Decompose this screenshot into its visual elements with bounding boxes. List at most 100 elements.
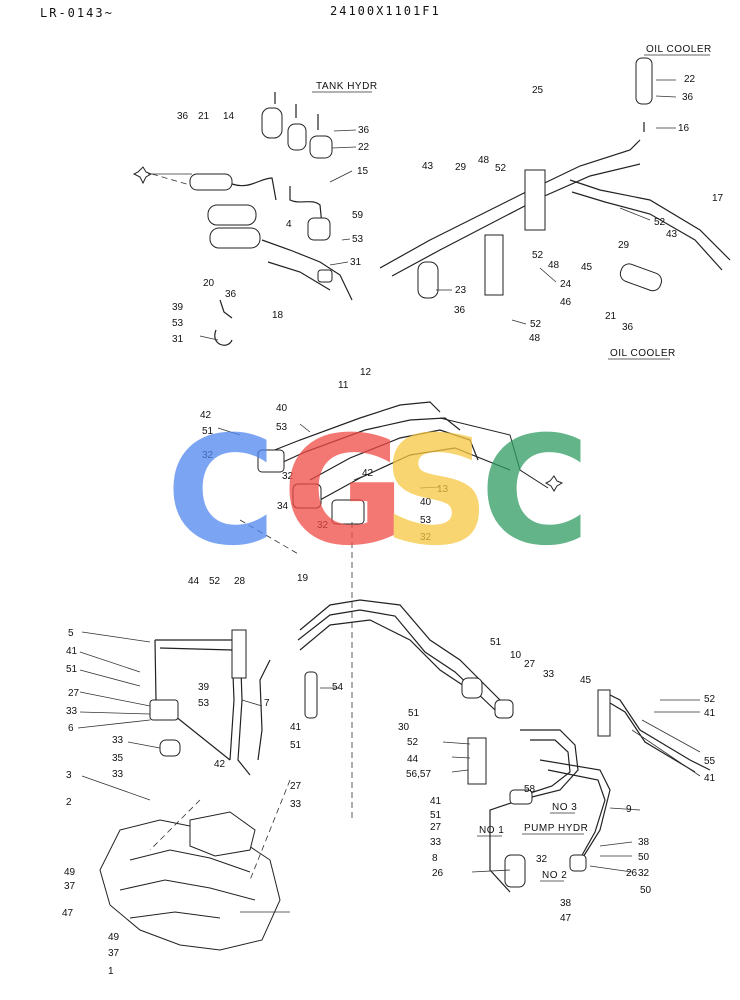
part-label: 40 bbox=[420, 497, 432, 508]
part-label: 51 bbox=[290, 740, 302, 751]
part-label: 21 bbox=[605, 311, 617, 322]
watermark-letter: C bbox=[480, 405, 590, 579]
part-label: 27 bbox=[524, 659, 536, 670]
part-label: 16 bbox=[678, 123, 690, 134]
part-label: 53 bbox=[352, 234, 364, 245]
part-label: 52 bbox=[704, 694, 716, 705]
caption-pump-hydr: PUMP HYDR bbox=[524, 823, 588, 834]
part-label: 27 bbox=[68, 688, 80, 699]
part-label: 32 bbox=[317, 520, 329, 531]
part-label: 45 bbox=[580, 675, 592, 686]
part-label: 51 bbox=[430, 810, 442, 821]
part-label: 48 bbox=[478, 155, 490, 166]
part-label: 32 bbox=[536, 854, 548, 865]
part-label: 51 bbox=[490, 637, 502, 648]
part-label: 41 bbox=[704, 773, 716, 784]
part-label: 26 bbox=[432, 868, 444, 879]
part-label: 42 bbox=[200, 410, 212, 421]
part-label: 51 bbox=[408, 708, 420, 719]
part-label: 34 bbox=[277, 501, 289, 512]
part-label: 31 bbox=[172, 334, 184, 345]
part-label: 58 bbox=[524, 784, 536, 795]
part-label: 41 bbox=[430, 796, 442, 807]
part-label: 51 bbox=[66, 664, 78, 675]
part-label: 52 bbox=[407, 737, 419, 748]
caption-oil-cooler-bottom: OIL COOLER bbox=[610, 348, 676, 359]
part-label: 47 bbox=[560, 913, 572, 924]
part-label: 29 bbox=[618, 240, 630, 251]
part-label: 38 bbox=[560, 898, 572, 909]
part-label: 46 bbox=[560, 297, 572, 308]
tank-hydr-assembly bbox=[132, 92, 357, 346]
part-label: 14 bbox=[223, 111, 235, 122]
part-label: 49 bbox=[108, 932, 120, 943]
watermark-letter: S bbox=[382, 405, 490, 579]
part-label: 56,57 bbox=[406, 769, 431, 780]
part-label: 36 bbox=[358, 125, 370, 136]
part-label: 52 bbox=[654, 217, 666, 228]
part-label: 29 bbox=[455, 162, 467, 173]
part-label: 23 bbox=[455, 285, 467, 296]
part-label: 50 bbox=[640, 885, 652, 896]
pump-hydr-piping bbox=[442, 689, 711, 893]
part-label: 22 bbox=[358, 142, 370, 153]
part-label: 27 bbox=[430, 822, 442, 833]
part-label: 13 bbox=[437, 484, 449, 495]
oil-cooler-piping bbox=[379, 57, 731, 325]
part-label: 52 bbox=[495, 163, 507, 174]
part-label: 48 bbox=[529, 333, 541, 344]
part-label: 8 bbox=[432, 853, 438, 864]
part-label: 12 bbox=[360, 367, 372, 378]
part-label: 32 bbox=[282, 471, 294, 482]
part-label: 53 bbox=[198, 698, 210, 709]
part-label: 32 bbox=[420, 532, 432, 543]
part-label: 52 bbox=[532, 250, 544, 261]
part-label: 49 bbox=[64, 867, 76, 878]
part-label: 36 bbox=[225, 289, 237, 300]
part-label: 43 bbox=[422, 161, 434, 172]
part-label: 24 bbox=[560, 279, 572, 290]
part-label: 45 bbox=[581, 262, 593, 273]
part-label: 52 bbox=[530, 319, 542, 330]
part-label: 25 bbox=[532, 85, 544, 96]
caption-no3: NO 3 bbox=[552, 802, 577, 813]
part-label: 53 bbox=[172, 318, 184, 329]
part-label: 41 bbox=[66, 646, 78, 657]
part-label: 17 bbox=[712, 193, 724, 204]
watermark-letter: G bbox=[282, 405, 405, 579]
part-label: 48 bbox=[548, 260, 560, 271]
part-label: 31 bbox=[350, 257, 362, 268]
part-label: 18 bbox=[272, 310, 284, 321]
part-label: 5 bbox=[68, 628, 74, 639]
part-label: 36 bbox=[622, 322, 634, 333]
part-label: 28 bbox=[234, 576, 246, 587]
part-label: 42 bbox=[214, 759, 226, 770]
part-label: 37 bbox=[64, 881, 76, 892]
part-label: 55 bbox=[704, 756, 716, 767]
caption-tank-hydr: TANK HYDR bbox=[316, 81, 378, 92]
part-label: 42 bbox=[362, 468, 374, 479]
part-label: 37 bbox=[108, 948, 120, 959]
part-label: 33 bbox=[112, 735, 124, 746]
part-label: 30 bbox=[398, 722, 410, 733]
part-label: 19 bbox=[297, 573, 309, 584]
part-label: 51 bbox=[202, 426, 214, 437]
part-label: 40 bbox=[276, 403, 288, 414]
part-label: 41 bbox=[290, 722, 302, 733]
part-label: 44 bbox=[188, 576, 200, 587]
part-label: 11 bbox=[338, 380, 349, 391]
caption-oil-cooler-top: OIL COOLER bbox=[646, 44, 712, 55]
part-label: 33 bbox=[112, 769, 124, 780]
part-label: 33 bbox=[543, 669, 555, 680]
part-label: 32 bbox=[202, 450, 214, 461]
captions: TANK HYDR OIL COOLER OIL COOLER PUMP HYD… bbox=[312, 44, 712, 882]
part-label: 32 bbox=[638, 868, 650, 879]
part-label: 1 bbox=[108, 966, 114, 977]
part-label: 33 bbox=[290, 799, 302, 810]
part-label: 52 bbox=[209, 576, 221, 587]
doc-code-left: LR-0143~ bbox=[40, 6, 114, 20]
part-label: 22 bbox=[684, 74, 696, 85]
part-label: 27 bbox=[290, 781, 302, 792]
part-label: 35 bbox=[112, 753, 124, 764]
